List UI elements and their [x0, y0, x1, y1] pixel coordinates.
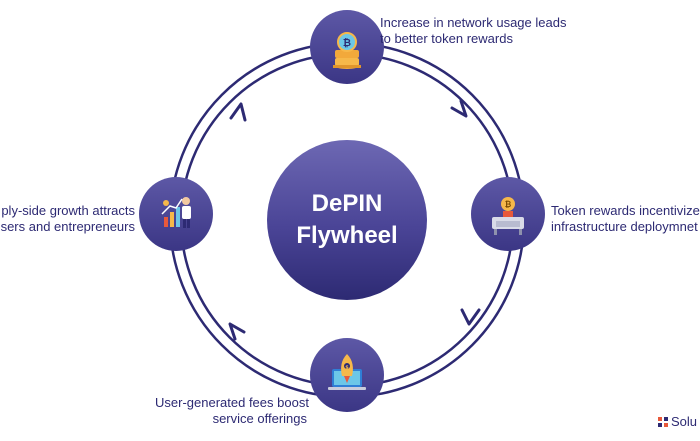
node-right-label: Token rewards incentivize infrastructure… — [551, 203, 700, 235]
node-top-label: Increase in network usage leads to bette… — [380, 15, 566, 47]
center-circle — [267, 140, 427, 300]
coin-stack-icon: ₿ — [333, 32, 361, 69]
center-title: DePIN Flywheel — [259, 140, 435, 300]
brand-text: Solu — [671, 414, 698, 429]
arrow-top-right-icon — [450, 99, 468, 118]
node-top-label-line1: Increase in network usage leads — [380, 15, 567, 30]
center-title-line2: Flywheel — [296, 222, 398, 249]
svg-text:$: $ — [345, 365, 349, 371]
brand-logo: Solu — [658, 414, 697, 429]
brand-mark-icon — [658, 416, 668, 427]
node-right-label-line1: Token rewards incentivize — [551, 203, 700, 218]
growth-people-icon — [161, 197, 191, 228]
svg-text:₿: ₿ — [343, 37, 351, 49]
center-title-line1: DePIN — [311, 190, 383, 217]
node-left-label-line2: users and entrepreneurs — [0, 219, 135, 234]
arrow-top-left-icon — [229, 102, 247, 122]
node-left-label-line1: ply-side growth attracts — [1, 203, 135, 218]
node-bottom-label-line2: service offerings — [212, 411, 307, 426]
arrow-bottom-left-icon — [228, 322, 246, 341]
svg-text:₿: ₿ — [505, 200, 512, 209]
node-top-label-line2: to better token rewards — [380, 31, 513, 46]
rocket-laptop-icon: $ — [328, 354, 366, 390]
token-reward-desk-icon: ₿ — [492, 197, 524, 235]
node-bottom-label: User-generated fees boost service offeri… — [155, 395, 309, 427]
arrow-bottom-right-icon — [460, 308, 481, 326]
node-bottom-label-line1: User-generated fees boost — [155, 395, 309, 410]
node-right-label-line2: infrastructure deploymnet — [551, 219, 698, 234]
node-left-label: ply-side growth attracts users and entre… — [0, 203, 135, 235]
